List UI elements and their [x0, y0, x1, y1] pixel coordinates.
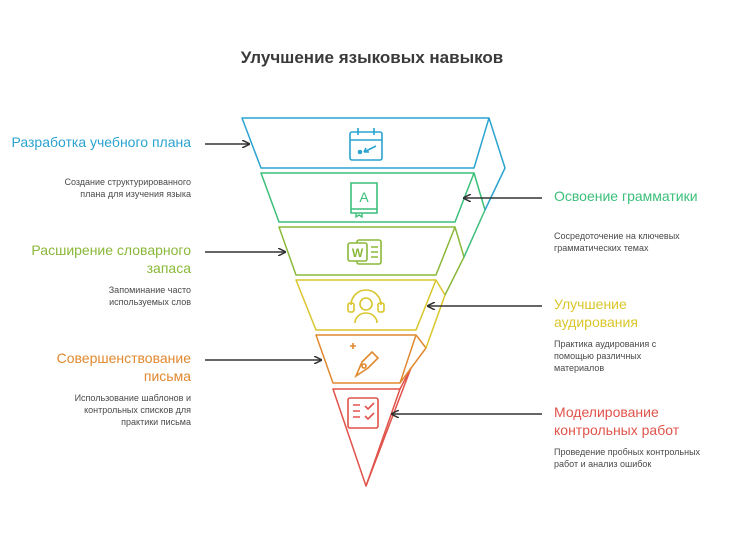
funnel-layer-4 — [295, 279, 446, 349]
checklist-icon — [347, 397, 379, 429]
step-label-listening: Улучшение аудирования — [554, 296, 638, 330]
grammar-book-icon: A — [350, 182, 378, 219]
funnel-layer-6 — [332, 367, 412, 487]
svg-text:A: A — [359, 189, 369, 205]
step-label-vocabulary: Расширение словарного запаса — [31, 242, 191, 276]
funnel-layer-1 — [241, 117, 506, 211]
funnel-layer-2: A — [260, 172, 486, 258]
diagram-title: Улучшение языковых навыков — [240, 48, 504, 67]
step-label-grammar: Освоение грамматики — [554, 188, 698, 204]
connector-arrows — [205, 144, 542, 414]
pen-nib-icon — [350, 343, 380, 379]
step-label-writing: Совершенствование письма — [56, 350, 191, 384]
funnel-layer-5 — [315, 334, 427, 384]
word-document-icon: W — [347, 239, 382, 265]
headset-user-icon — [347, 289, 385, 324]
step-desc-writing: Использование шаблонов и контрольных спи… — [74, 393, 191, 427]
step-label-curriculum: Разработка учебного плана — [11, 134, 192, 150]
funnel-layer-3: W — [278, 226, 465, 296]
step-desc-grammar: Сосредоточение на ключевых грамматически… — [554, 231, 680, 253]
step-desc-listening: Практика аудирования с помощью различных… — [554, 339, 657, 373]
step-desc-mock-tests: Проведение пробных контрольных работ и а… — [554, 447, 701, 469]
svg-text:W: W — [352, 246, 364, 260]
step-desc-vocabulary: Запоминание часто используемых слов — [108, 285, 191, 307]
calendar-icon — [349, 128, 383, 161]
step-desc-curriculum: Создание структурированного плана для из… — [64, 177, 191, 199]
step-label-mock-tests: Моделирование контрольных работ — [554, 404, 680, 438]
